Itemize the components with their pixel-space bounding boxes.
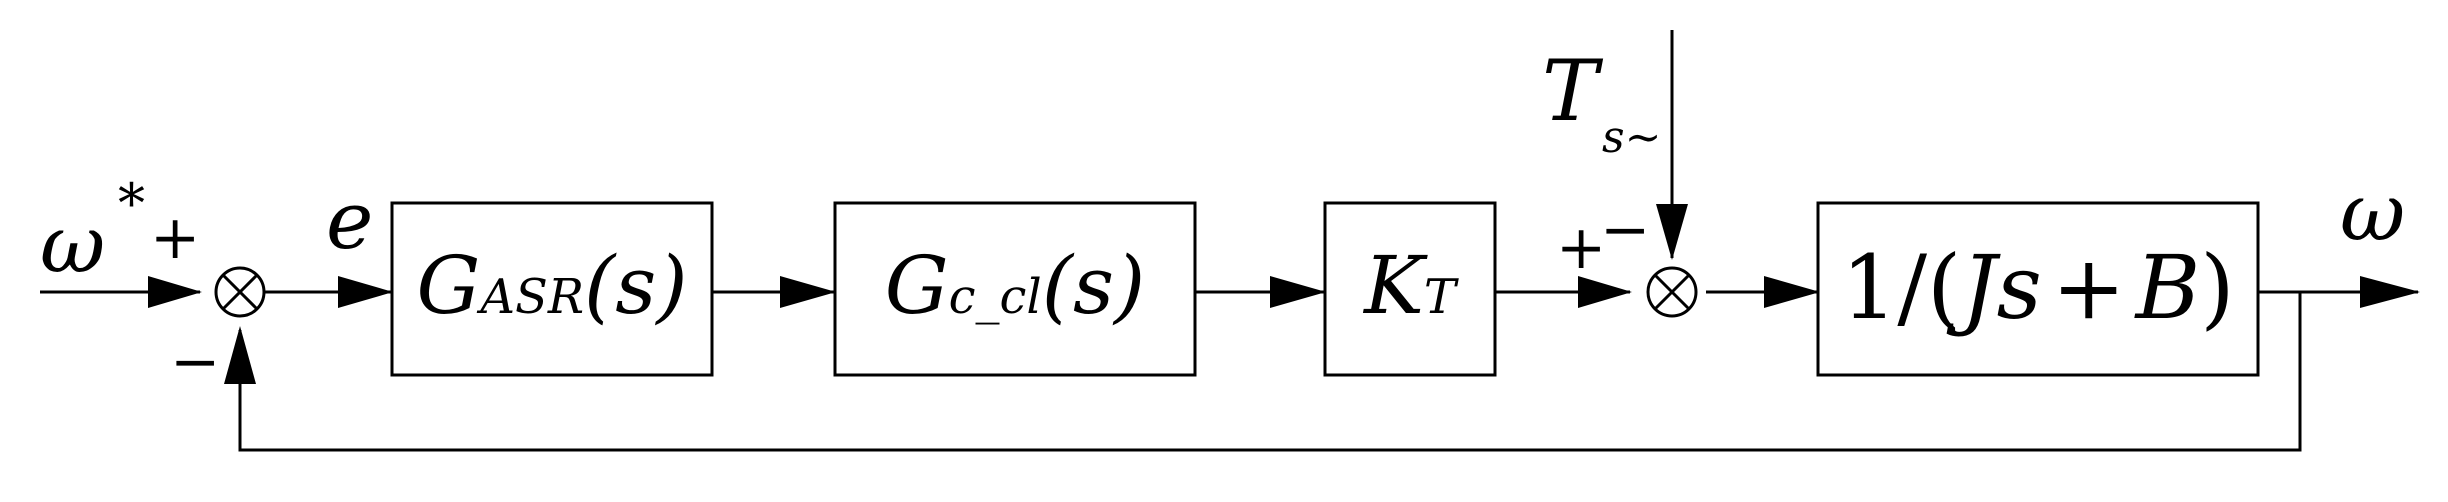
block-kt (1323, 201, 1497, 377)
block-plant (1816, 201, 2260, 377)
block-ccl (833, 201, 1197, 377)
output-arrowhead (2360, 276, 2420, 308)
disturbance-arrowhead (1656, 204, 1688, 260)
feedback-arrowhead (224, 326, 256, 384)
block-asr (390, 201, 714, 377)
input-star-label: * (118, 172, 145, 235)
ccl-label: Gc_cl(s) (885, 239, 1146, 332)
summer2-plus-sign: + (1556, 213, 1606, 283)
summer2-to-plant-arrowhead (1764, 276, 1820, 308)
asr-label: GASR(s) (416, 239, 687, 332)
input-omega-label: ω (40, 198, 105, 291)
output-omega-label: ω (2340, 166, 2405, 259)
ccl-to-kt-arrowhead (1270, 276, 1326, 308)
summer-1 (214, 266, 266, 318)
kt-label: KT (1362, 239, 1459, 332)
error-arrowhead (338, 276, 393, 308)
plant-label: 1/(Js+B) (1841, 236, 2234, 339)
feedback-minus-sign: − (170, 327, 220, 397)
feedback-line (238, 292, 2302, 452)
input-plus-sign: + (150, 203, 200, 273)
kt-to-summer2-arrowhead (1578, 276, 1632, 308)
error-label: e (326, 174, 373, 267)
asr-to-ccl-arrowhead (780, 276, 836, 308)
input-arrowhead (148, 276, 202, 308)
disturbance-sub-label: s~ (1602, 112, 1661, 163)
disturbance-T-label: T (1542, 42, 1604, 140)
summer-2 (1646, 266, 1698, 318)
summer2-minus-sign: − (1600, 195, 1650, 265)
